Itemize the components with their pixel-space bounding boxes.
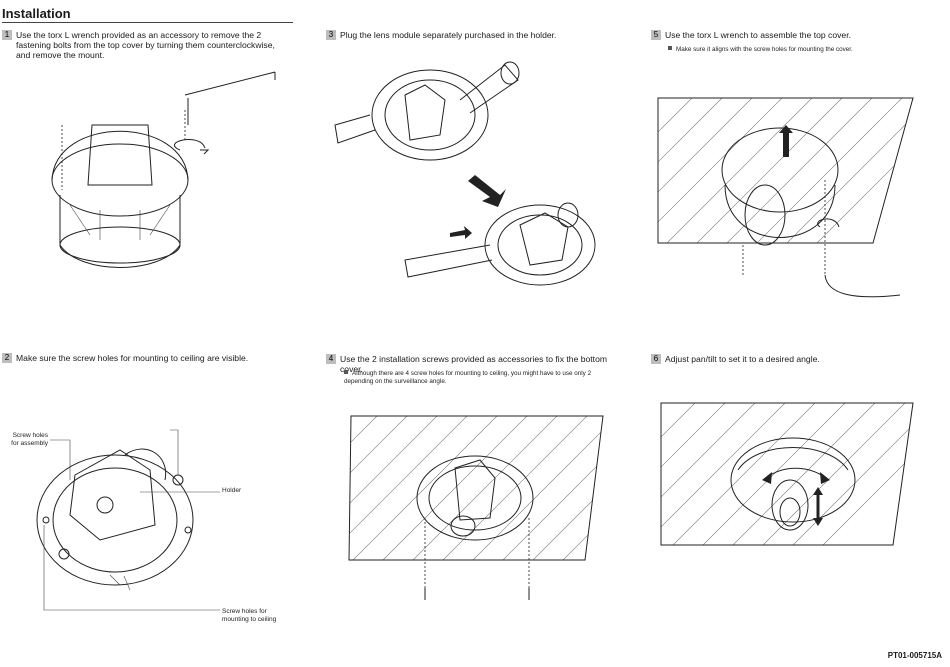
label-holder: Holder <box>222 487 242 494</box>
step-5-note: Make sure it aligns with the screw holes… <box>668 46 938 54</box>
step-text: Use the torx L wrench provided as an acc… <box>16 30 275 60</box>
step-number: 4 <box>326 354 336 364</box>
bullet-square-icon <box>344 370 348 374</box>
label-screw-holes-ceiling: Screw holes for mounting to ceiling <box>222 608 277 623</box>
step-5-illustration <box>657 97 914 298</box>
step-6-illustration <box>660 402 914 546</box>
step-number: 6 <box>651 354 661 364</box>
step-4-note: Although there are 4 screw holes for mou… <box>344 370 614 386</box>
step-text: Use the 2 installation screws provided a… <box>340 354 608 374</box>
step-number: 2 <box>2 353 12 363</box>
step-1-illustration <box>51 71 276 268</box>
step-2-illustration <box>36 429 220 611</box>
step-5: 5 Use the torx L wrench to assemble the t… <box>651 30 946 40</box>
note-text: Make sure it aligns with the screw holes… <box>676 46 853 53</box>
step-number: 3 <box>326 30 336 40</box>
step-4-illustration <box>348 415 604 600</box>
title-divider <box>2 22 293 23</box>
step-text: Make sure the screw holes for mounting t… <box>16 353 249 363</box>
step-text: Plug the lens module separately purchase… <box>340 30 557 40</box>
step-text: Use the torx L wrench to assemble the to… <box>665 30 851 40</box>
step-number: 5 <box>651 30 661 40</box>
page-title: Installation <box>2 6 71 21</box>
note-text: Although there are 4 screw holes for mou… <box>344 370 592 385</box>
step-3-illustration <box>334 61 596 286</box>
step-2: 2 Make sure the screw holes for mounting … <box>2 353 292 363</box>
step-text: Adjust pan/tilt to set it to a desired a… <box>665 354 820 364</box>
document-code: PT01-005715A <box>887 651 942 660</box>
bullet-square-icon <box>668 46 672 50</box>
step-4: 4 Use the 2 installation screws provided … <box>326 354 626 374</box>
label-screw-holes-assembly: Screw holes for assembly <box>11 432 48 447</box>
step-3: 3 Plug the lens module separately purchas… <box>326 30 626 40</box>
step-1: 1 Use the torx L wrench provided as an ac… <box>2 30 292 60</box>
step-number: 1 <box>2 30 12 40</box>
step-6: 6 Adjust pan/tilt to set it to a desired … <box>651 354 946 364</box>
